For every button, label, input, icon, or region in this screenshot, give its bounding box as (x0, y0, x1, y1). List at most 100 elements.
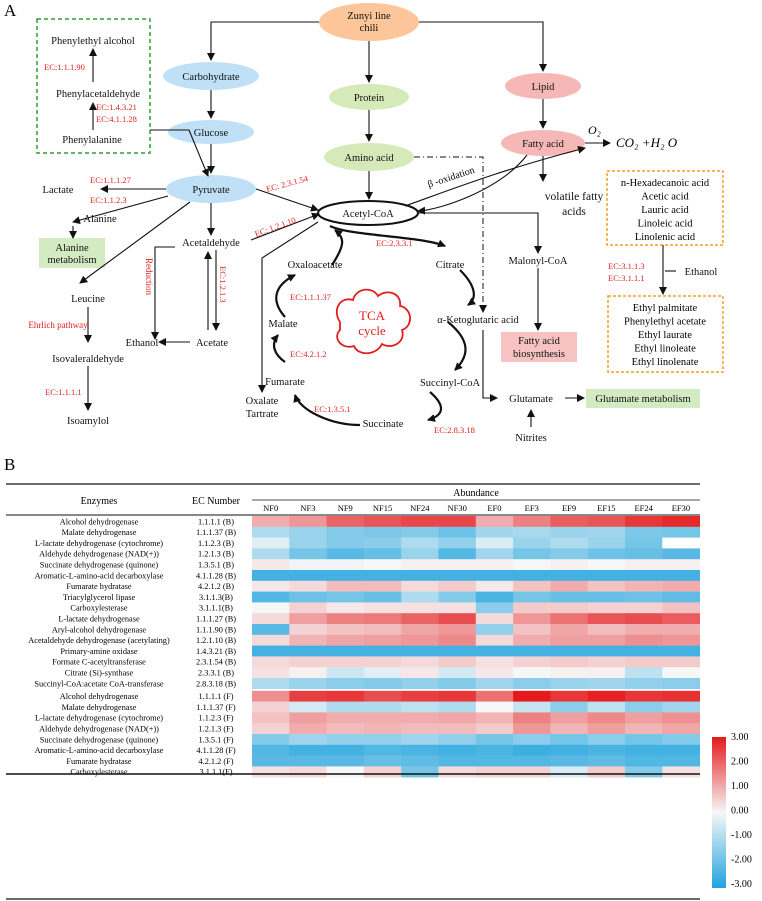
heatmap-cell (625, 678, 663, 690)
row-enzyme-label: Citrate (Si)-synthase (65, 669, 134, 678)
fatty-acid-node (501, 130, 585, 156)
colorbar-tick-label: -2.00 (731, 855, 752, 866)
heatmap-cell (363, 755, 402, 767)
glutamate-metabolism-box (586, 389, 700, 408)
ester-item: Ethyl linoleate (634, 344, 696, 355)
heatmap-cell (550, 580, 589, 592)
heatmap-cell (662, 645, 700, 657)
heatmap-cell (587, 678, 626, 690)
fatty-acid-item: Acetic acid (641, 192, 689, 203)
heatmap-cell (625, 656, 663, 668)
heatmap-cell (550, 570, 589, 582)
heatmap-cell (363, 559, 402, 571)
fa-biosynthesis-label-1: Fatty acid (518, 336, 560, 347)
heatmap-cell (438, 537, 477, 549)
ec-4212-label: EC:4.2.1.2 (290, 349, 327, 359)
heatmap-cell (662, 755, 700, 767)
row-enzyme-label: Succinate dehydrogenase (quinone) (40, 561, 159, 570)
heatmap-cell (475, 678, 514, 690)
acetyl-coa-label: Acetyl-CoA (342, 209, 394, 220)
ester-item: Phenylethyl acetate (624, 317, 706, 328)
row-ec-label: 3.1.1.3(B) (199, 593, 233, 602)
heatmap-cell (662, 678, 700, 690)
heatmap-cell (625, 766, 663, 778)
heatmap-cell (550, 645, 589, 657)
heatmap-cell (513, 744, 551, 756)
heatmap-cell (289, 591, 327, 603)
heatmap-cells (252, 516, 700, 778)
heatmap-cell (550, 755, 589, 767)
ethanol-left-label: Ethanol (126, 338, 159, 349)
heatmap-cell (363, 548, 402, 560)
ehrlich-label: Ehrlich pathway (28, 320, 88, 330)
heatmap-cell (438, 690, 477, 702)
row-ec-label: 1.3.5.1 (F) (198, 735, 233, 744)
nitrites-label: Nitrites (515, 433, 547, 444)
heatmap-cell (401, 580, 439, 592)
heatmap-cell (475, 667, 514, 679)
acetate-label: Acetate (196, 338, 228, 349)
row-enzyme-label: Succinate dehydrogenase (quinone) (40, 735, 159, 744)
heatmap-cell (326, 516, 365, 528)
heatmap-cell (289, 570, 327, 582)
heatmap-cell (475, 766, 514, 778)
heatmap-cell (550, 591, 589, 603)
heatmap-cell (289, 734, 327, 746)
heatmap-cell (326, 548, 365, 560)
heatmap-cell (401, 712, 439, 724)
heatmap-cell (587, 667, 626, 679)
heatmap-cell (401, 624, 439, 636)
heatmap-cell (326, 712, 365, 724)
panel-a-label: A (4, 1, 17, 20)
heatmap-cell (326, 678, 365, 690)
esters-box (607, 295, 724, 373)
colorbar-tick-label: -1.00 (731, 830, 752, 841)
heatmap-cell (587, 591, 626, 603)
heatmap-cell (326, 723, 365, 735)
heatmap-cell (289, 701, 327, 713)
heatmap-cell (363, 766, 402, 778)
row-ec-label: 4.1.1.28 (F) (196, 746, 235, 755)
ec-11111-label: EC:1.1.1.1 (45, 387, 82, 397)
heatmap-cell (475, 516, 514, 528)
heatmap-cell (625, 537, 663, 549)
sample-header: EF0 (487, 503, 501, 513)
succinate-label: Succinate (363, 419, 404, 430)
heatmap-cell (475, 656, 514, 668)
heatmap-cell (252, 744, 290, 756)
row-enzyme-label: Aromatic-L-amino-acid decarboxylase (35, 571, 164, 580)
heatmap-cell (363, 526, 402, 538)
heatmap-cell (475, 613, 514, 625)
row-ec-label: 1.2.1.10 (B) (196, 636, 236, 645)
tca-label-1: TCA (359, 308, 386, 323)
heatmap-cell (438, 723, 477, 735)
heatmap-cell (326, 755, 365, 767)
heatmap-cell (401, 645, 439, 657)
heatmap-cell (401, 656, 439, 668)
heatmap-cell (363, 744, 402, 756)
zunyi-label-1: Zunyi line (347, 11, 391, 22)
heatmap-cell (550, 548, 589, 560)
heatmap-cell (401, 548, 439, 560)
sample-header: NF9 (338, 503, 353, 513)
heatmap-cell (550, 526, 589, 538)
row-ec-label: 1.1.1.37 (B) (196, 528, 236, 537)
heatmap-cell (662, 712, 700, 724)
heatmap-cell (513, 526, 551, 538)
isoamylol-label: Isoamylol (67, 416, 109, 427)
heatmap-cell (550, 516, 589, 528)
heatmap-cell (513, 701, 551, 713)
heatmap-cell (401, 537, 439, 549)
heatmap-cell (550, 537, 589, 549)
sample-header: NF3 (300, 503, 315, 513)
heatmap-cell (289, 723, 327, 735)
heatmap-cell (587, 723, 626, 735)
row-enzyme-label: Alcohol dehydrogenase (60, 692, 139, 701)
row-ec-label: 2.3.1.54 (B) (196, 658, 236, 667)
heatmap-cell (587, 701, 626, 713)
colorbar-tick-label: 2.00 (731, 757, 749, 768)
